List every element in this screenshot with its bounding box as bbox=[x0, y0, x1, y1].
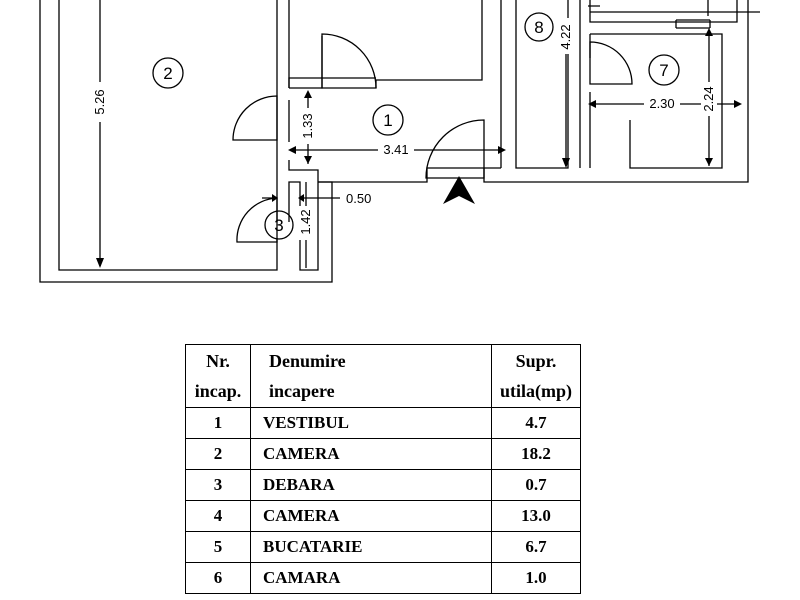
cell-nr: 3 bbox=[185, 469, 251, 501]
door-room-4 bbox=[321, 33, 377, 89]
cell-nr: 5 bbox=[185, 531, 251, 563]
header-name-line1: Denumire bbox=[269, 351, 346, 371]
wall-room-8 bbox=[515, 0, 569, 169]
room-area-table: Nr. incap. Denumire incapere Supr. utila… bbox=[185, 344, 581, 594]
table-row: 1 VESTIBUL 4.7 bbox=[185, 407, 581, 439]
room-number-2: 2 bbox=[163, 64, 172, 83]
dim-label-230: 2.30 bbox=[649, 96, 674, 111]
cell-nr: 4 bbox=[185, 500, 251, 532]
room-circle-3 bbox=[264, 210, 294, 240]
cell-area: 18.2 bbox=[491, 438, 581, 470]
dim-label-133: 1.33 bbox=[300, 113, 315, 138]
header-area-line1: Supr. bbox=[515, 351, 557, 371]
cell-name: CAMERA bbox=[250, 500, 492, 532]
room-circle-7 bbox=[648, 54, 680, 86]
table-row: 6 CAMARA 1.0 bbox=[185, 562, 581, 594]
header-name-line2: incapere bbox=[269, 381, 335, 401]
cell-name: CAMARA bbox=[250, 562, 492, 594]
dim-label-050: 0.50 bbox=[346, 191, 371, 206]
dim-line-top-right bbox=[588, 0, 709, 16]
cell-name: DEBARA bbox=[250, 469, 492, 501]
room-circle-1 bbox=[372, 104, 404, 136]
cell-area: 6.7 bbox=[491, 531, 581, 563]
room-circle-2 bbox=[152, 57, 184, 89]
door-entry bbox=[425, 119, 485, 179]
table-row: 4 CAMERA 13.0 bbox=[185, 500, 581, 532]
dim-label-526: 5.26 bbox=[92, 89, 107, 114]
cell-area: 1.0 bbox=[491, 562, 581, 594]
header-room-number: Nr. incap. bbox=[185, 344, 251, 408]
header-area-line2: utila(mp) bbox=[500, 381, 572, 401]
cell-name: VESTIBUL bbox=[250, 407, 492, 439]
header-room-name: Denumire incapere bbox=[250, 344, 492, 408]
cell-nr: 2 bbox=[185, 438, 251, 470]
cell-name: CAMERA bbox=[250, 438, 492, 470]
cell-nr: 1 bbox=[185, 407, 251, 439]
table-row: 5 BUCATARIE 6.7 bbox=[185, 531, 581, 563]
door-room-3 bbox=[236, 197, 278, 243]
dim-label-341: 3.41 bbox=[383, 142, 408, 157]
cell-nr: 6 bbox=[185, 562, 251, 594]
room-number-7: 7 bbox=[659, 61, 668, 80]
table-header-row: Nr. incap. Denumire incapere Supr. utila… bbox=[185, 344, 581, 408]
dim-label-422: 4.22 bbox=[558, 24, 573, 49]
room-circle-8 bbox=[524, 12, 554, 42]
wall-room-6-window bbox=[675, 19, 711, 29]
room-number-8: 8 bbox=[534, 18, 543, 37]
header-room-area: Supr. utila(mp) bbox=[491, 344, 581, 408]
dim-label-224: 2.24 bbox=[701, 86, 716, 111]
room-number-3: 3 bbox=[274, 216, 283, 235]
wall-room-2-inner bbox=[58, 0, 278, 271]
cell-area: 0.7 bbox=[491, 469, 581, 501]
wall-corridor-top bbox=[289, 36, 323, 89]
room-number-1: 1 bbox=[383, 111, 392, 130]
door-room-7 bbox=[589, 41, 633, 85]
wall-room-2-right bbox=[276, 0, 290, 222]
cell-name: BUCATARIE bbox=[250, 531, 492, 563]
entrance-arrow-icon bbox=[443, 176, 475, 204]
dim-label-142: 1.42 bbox=[298, 209, 313, 234]
wall-room-2-outer bbox=[39, 0, 333, 283]
wall-corridor-left bbox=[288, 100, 319, 271]
door-room-2 bbox=[232, 95, 278, 141]
cell-area: 13.0 bbox=[491, 500, 581, 532]
cell-area: 4.7 bbox=[491, 407, 581, 439]
floor-plan: 2 1 3 7 8 5.26 1.33 3.41 0.50 1.42 4.22 … bbox=[39, 0, 760, 283]
header-nr-line2: incap. bbox=[194, 381, 242, 401]
table-row: 2 CAMERA 18.2 bbox=[185, 438, 581, 470]
table-row: 3 DEBARA 0.7 bbox=[185, 469, 581, 501]
header-nr-line1: Nr. bbox=[206, 351, 230, 371]
